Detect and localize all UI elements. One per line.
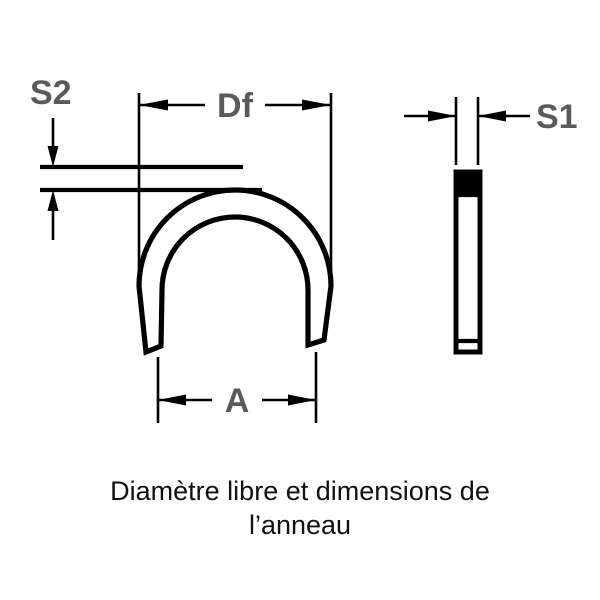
front-view-split-ring (136, 187, 334, 356)
caption-line-2: l’anneau (249, 510, 351, 540)
a-label: A (225, 382, 250, 420)
df-arrow-left (139, 99, 168, 111)
a-arrow-right (288, 394, 316, 406)
s1-arrow-left (428, 110, 456, 122)
dimension-a: A (156, 352, 318, 423)
caption-line-1: Diamètre libre et dimensions de (110, 476, 490, 506)
dimension-s1: S1 (404, 97, 578, 165)
side-view-ring-section (453, 169, 483, 355)
side-view-outline (453, 169, 483, 355)
a-arrow-left (158, 394, 186, 406)
dimension-df: Df (137, 87, 333, 290)
s2-arrow-down (47, 146, 59, 167)
df-label: Df (217, 87, 254, 125)
df-arrow-right (302, 99, 331, 111)
s2-label: S2 (30, 74, 72, 112)
s2-arrow-up (47, 190, 59, 211)
s1-arrow-right (478, 110, 506, 122)
dimension-s2 (40, 118, 262, 240)
ring-body-outline (136, 187, 334, 356)
s1-label: S1 (536, 98, 578, 136)
hatch-section (458, 174, 478, 194)
